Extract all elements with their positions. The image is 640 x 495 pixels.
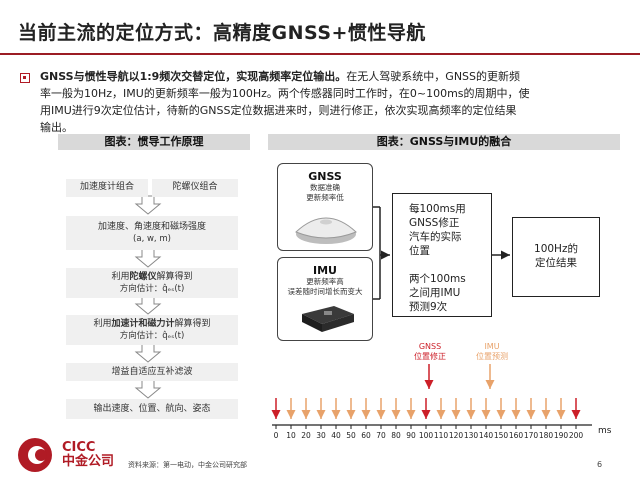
summary-line3: 用IMU进行9次定位估计，待新的GNSS定位数据进来时，则进行修正，依次实现高频… bbox=[40, 104, 517, 117]
axis-tick-label: 180 bbox=[539, 431, 554, 440]
fusion-logic-line: GNSS修正 bbox=[409, 217, 460, 229]
flow-arrow-5 bbox=[134, 379, 162, 399]
axis-tick-label: 150 bbox=[494, 431, 509, 440]
flow-arrow-4 bbox=[134, 343, 162, 363]
gnss-fix-line1: GNSS bbox=[418, 342, 442, 351]
flow-arrow-2 bbox=[134, 248, 162, 268]
axis-tick-label: 160 bbox=[509, 431, 524, 440]
imu-sub2: 误差随时间增长而变大 bbox=[287, 287, 363, 296]
stage-gyro-estimate: 利用陀螺仪解算得到 方向估计：q̂ₑₛ(t) bbox=[66, 268, 238, 298]
left-chart-header: 图表：惯导工作原理 bbox=[58, 134, 250, 150]
fusion-logic-line: 之间用IMU bbox=[409, 287, 461, 299]
imu-device-icon bbox=[302, 306, 354, 332]
axis-tick-label: 30 bbox=[316, 431, 326, 440]
right-chart-header: 图表：GNSS与IMU的融合 bbox=[268, 134, 620, 150]
axis-tick-label: 110 bbox=[434, 431, 449, 440]
gnss-fix-line2: 位置修正 bbox=[414, 352, 446, 361]
stage-filter-label: 增益自适应互补滤波 bbox=[111, 367, 193, 377]
axis-tick-label: 80 bbox=[391, 431, 401, 440]
accelerometer-box: 加速度计组合 bbox=[66, 179, 148, 197]
axis-tick-label: 50 bbox=[346, 431, 356, 440]
summary-paragraph: GNSS与惯性导航以1:9频次交替定位，实现高频率定位输出。在无人驾驶系统中，G… bbox=[40, 68, 615, 136]
fusion-logic-box: 每100ms用 GNSS修正汽车的实际位置 两个100ms 之间用IMU 预测9次 bbox=[392, 193, 492, 317]
title-divider bbox=[0, 53, 640, 55]
axis-tick-label: 90 bbox=[406, 431, 416, 440]
stage-sensor-line1: 加速度、角速度和磁场强度 bbox=[97, 222, 206, 232]
axis-unit-label: ms bbox=[598, 426, 612, 436]
axis-tick-label: 100 bbox=[419, 431, 434, 440]
imu-pred-label: IMU 位置预测 bbox=[462, 342, 522, 362]
stage-accmag-line2: 方向估计：q̂ₑₛ(t) bbox=[119, 331, 185, 341]
axis-tick-label: 170 bbox=[524, 431, 539, 440]
stage-accmag-pre: 利用 bbox=[93, 319, 112, 329]
axis-tick-label: 20 bbox=[301, 431, 311, 440]
fusion-logic-line: 汽车的实际 bbox=[409, 231, 462, 243]
imu-pred-line2: 位置预测 bbox=[476, 352, 508, 361]
axis-tick-label: 130 bbox=[464, 431, 479, 440]
source-note: 资料来源：第一电动，中金公司研究部 bbox=[128, 461, 247, 469]
output-line2: 定位结果 bbox=[535, 257, 577, 269]
axis-tick-label: 70 bbox=[376, 431, 386, 440]
logo-cn: 中金公司 bbox=[62, 454, 115, 469]
summary-line4: 输出。 bbox=[40, 121, 73, 134]
axis-tick-label: 40 bbox=[331, 431, 341, 440]
page-title: 当前主流的定位方式：高精度GNSS+惯性导航 bbox=[18, 22, 426, 44]
bullet-marker-icon bbox=[20, 73, 30, 83]
axis-tick-label: 10 bbox=[286, 431, 296, 440]
axis-tick-label: 200 bbox=[569, 431, 584, 440]
axis-tick-label: 0 bbox=[274, 431, 279, 440]
gnss-box: GNSS 数据准确 更新频率低 bbox=[277, 163, 373, 251]
gnss-sub2: 更新频率低 bbox=[306, 193, 344, 202]
stage-gyro-bold: 陀螺仪 bbox=[129, 272, 157, 282]
output-box: 100Hz的 定位结果 bbox=[512, 217, 600, 297]
stage-gyro-pre: 利用 bbox=[111, 272, 130, 282]
gnss-antenna-icon bbox=[295, 217, 357, 244]
summary-line2: 率一般为10Hz，IMU的更新频率一般为100Hz。两个传感器同时工作时，在0~… bbox=[40, 87, 530, 100]
summary-line1: 在无人驾驶系统中，GNSS的更新频 bbox=[346, 70, 521, 83]
cicc-logo-icon bbox=[18, 438, 52, 472]
logo-name: CICC bbox=[62, 440, 96, 455]
axis-tick-label: 190 bbox=[554, 431, 569, 440]
stage-output-label: 输出速度、位置、航向、姿态 bbox=[93, 404, 211, 414]
fusion-logic-line: 每100ms用 bbox=[409, 203, 466, 215]
stage-accmag-bold: 加速计和磁力计 bbox=[111, 319, 175, 329]
fusion-logic-line: 两个100ms bbox=[409, 273, 466, 285]
gnss-fix-label: GNSS 位置修正 bbox=[400, 342, 460, 362]
axis-tick-label: 140 bbox=[479, 431, 494, 440]
logo-text: CICC 中金公司 bbox=[62, 441, 114, 469]
gnss-sub1: 数据准确 bbox=[310, 183, 340, 192]
axis-tick-label: 60 bbox=[361, 431, 371, 440]
gnss-title: GNSS bbox=[308, 170, 342, 183]
stage-accmag-post: 解算得到 bbox=[174, 319, 211, 329]
stage-gyro-post: 解算得到 bbox=[156, 272, 193, 282]
imu-title: IMU bbox=[313, 264, 337, 277]
stage-accel-mag-estimate: 利用加速计和磁力计解算得到 方向估计：q̂ₑₛ(t) bbox=[66, 315, 238, 345]
stage-sensor-readings: 加速度、角速度和磁场强度 (a, w, m) bbox=[66, 216, 238, 250]
gyroscope-box: 陀螺仪组合 bbox=[152, 179, 238, 197]
imu-box: IMU 更新频率高 误差随时间增长而变大 bbox=[277, 257, 373, 341]
summary-lead: GNSS与惯性导航以1:9频次交替定位，实现高频率定位输出。 bbox=[40, 70, 347, 83]
stage-gyro-line2: 方向估计：q̂ₑₛ(t) bbox=[119, 284, 185, 294]
imu-pred-line1: IMU bbox=[484, 342, 500, 351]
fusion-logic-line: 预测9次 bbox=[409, 301, 448, 313]
flow-arrow-1 bbox=[134, 195, 162, 215]
stage-output: 输出速度、位置、航向、姿态 bbox=[66, 399, 238, 419]
stage-filter: 增益自适应互补滤波 bbox=[66, 363, 238, 381]
fusion-logic-line: 位置 bbox=[409, 245, 430, 257]
page-number: 6 bbox=[597, 460, 603, 469]
fusion-logic-text: 每100ms用 GNSS修正汽车的实际位置 两个100ms 之间用IMU 预测9次 bbox=[409, 202, 491, 314]
axis-tick-label: 120 bbox=[449, 431, 464, 440]
imu-sub1: 更新频率高 bbox=[306, 277, 344, 286]
stage-sensor-line2: (a, w, m) bbox=[133, 234, 171, 244]
output-line1: 100Hz的 bbox=[534, 243, 578, 255]
